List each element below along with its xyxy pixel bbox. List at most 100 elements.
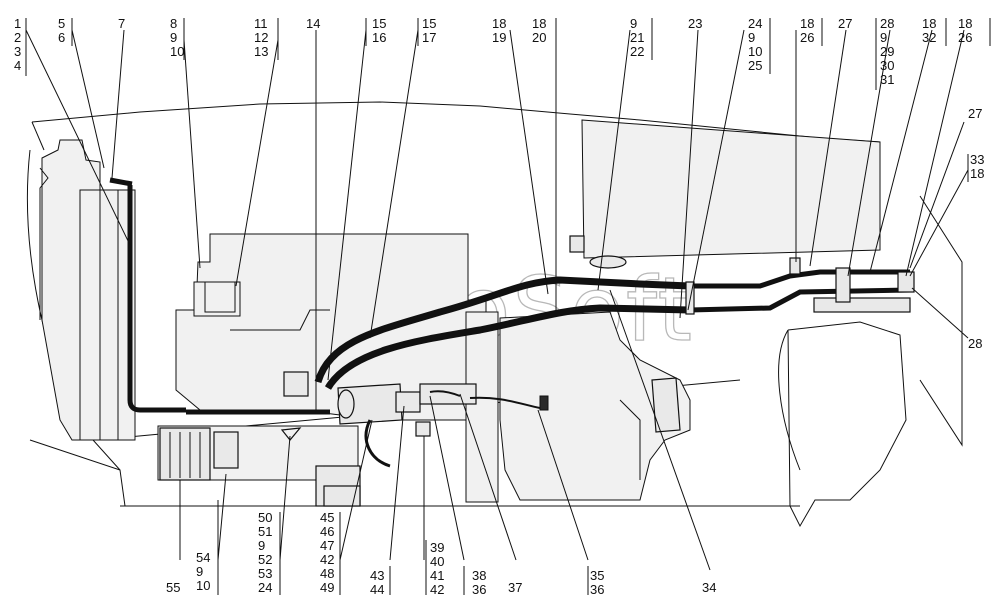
callout-number: 18: [492, 16, 506, 31]
callout-number: 10: [170, 44, 184, 59]
leader-lines: [25, 18, 991, 595]
callout-number: 36: [472, 582, 486, 597]
transmission: [465, 311, 691, 503]
callout-number: 22: [630, 44, 644, 59]
callout-c5: 56: [58, 16, 65, 45]
callout-number: 42: [430, 582, 444, 597]
callout-number: 10: [748, 44, 762, 59]
callout-number: 17: [422, 30, 436, 45]
callout-number: 26: [800, 30, 814, 45]
callout-number: 9: [196, 564, 203, 579]
callout-c14: 14: [306, 16, 320, 31]
callout-number: 9: [748, 30, 755, 45]
callout-number: 31: [880, 72, 894, 87]
callout-number: 18: [970, 166, 984, 181]
callout-number: 9: [880, 30, 887, 45]
callout-number: 50: [258, 510, 272, 525]
callout-number: 24: [258, 580, 272, 595]
callout-b55: 55: [166, 580, 180, 595]
callout-number: 11: [254, 16, 268, 31]
heater-assembly: [157, 425, 361, 507]
callout-number: 20: [532, 30, 546, 45]
callout-number: 37: [508, 580, 522, 595]
callout-c23: 23: [688, 16, 702, 31]
callout-number: 42: [320, 552, 334, 567]
callout-number: 3: [14, 44, 21, 59]
callout-number: 49: [320, 580, 334, 595]
callout-b37: 37: [508, 580, 522, 595]
callout-number: 29: [880, 44, 894, 59]
callout-number: 1: [14, 16, 21, 31]
callout-number: 15: [372, 16, 386, 31]
callout-number: 5: [58, 16, 65, 31]
callout-number: 18: [532, 16, 546, 31]
fuel-hoses: [109, 177, 911, 468]
callout-number: 8: [170, 16, 177, 31]
callout-number: 41: [430, 568, 444, 583]
callout-number: 36: [590, 582, 604, 597]
callout-number: 32: [922, 30, 936, 45]
callout-number: 24: [748, 16, 762, 31]
callout-number: 44: [370, 582, 384, 597]
radiator: [39, 139, 136, 441]
callout-number: 28: [880, 16, 894, 31]
callout-number: 26: [958, 30, 972, 45]
callout-r28: 28: [968, 336, 982, 351]
callout-number: 9: [630, 16, 637, 31]
callout-number: 46: [320, 524, 334, 539]
callout-number: 47: [320, 538, 334, 553]
callout-number: 10: [196, 578, 210, 593]
callout-number: 7: [118, 16, 125, 31]
callout-number: 33: [970, 152, 984, 167]
callout-r27: 27: [968, 106, 982, 121]
callout-number: 55: [166, 580, 180, 595]
callout-b34: 34: [702, 580, 716, 595]
callout-number: 9: [258, 538, 265, 553]
callout-number: 30: [880, 58, 894, 73]
callout-c7: 7: [118, 16, 125, 31]
callout-number: 35: [590, 568, 604, 583]
callout-number: 14: [306, 16, 320, 31]
callout-number: 21: [630, 30, 644, 45]
callout-number: 19: [492, 30, 506, 45]
callout-number: 23: [688, 16, 702, 31]
callout-number: 27: [838, 16, 852, 31]
callout-number: 53: [258, 566, 272, 581]
callout-number: 43: [370, 568, 384, 583]
callout-number: 2: [14, 30, 21, 45]
callout-number: 18: [922, 16, 936, 31]
callout-c27: 27: [838, 16, 852, 31]
callout-number: 15: [422, 16, 436, 31]
callout-number: 18: [800, 16, 814, 31]
callout-number: 39: [430, 540, 444, 555]
callout-number: 13: [254, 44, 268, 59]
callout-number: 16: [372, 30, 386, 45]
callout-number: 45: [320, 510, 334, 525]
callout-number: 28: [968, 336, 982, 351]
engine-block: [175, 233, 487, 421]
callout-number: 51: [258, 524, 272, 539]
callout-number: 38: [472, 568, 486, 583]
callout-number: 18: [958, 16, 972, 31]
callout-number: 54: [196, 550, 210, 565]
